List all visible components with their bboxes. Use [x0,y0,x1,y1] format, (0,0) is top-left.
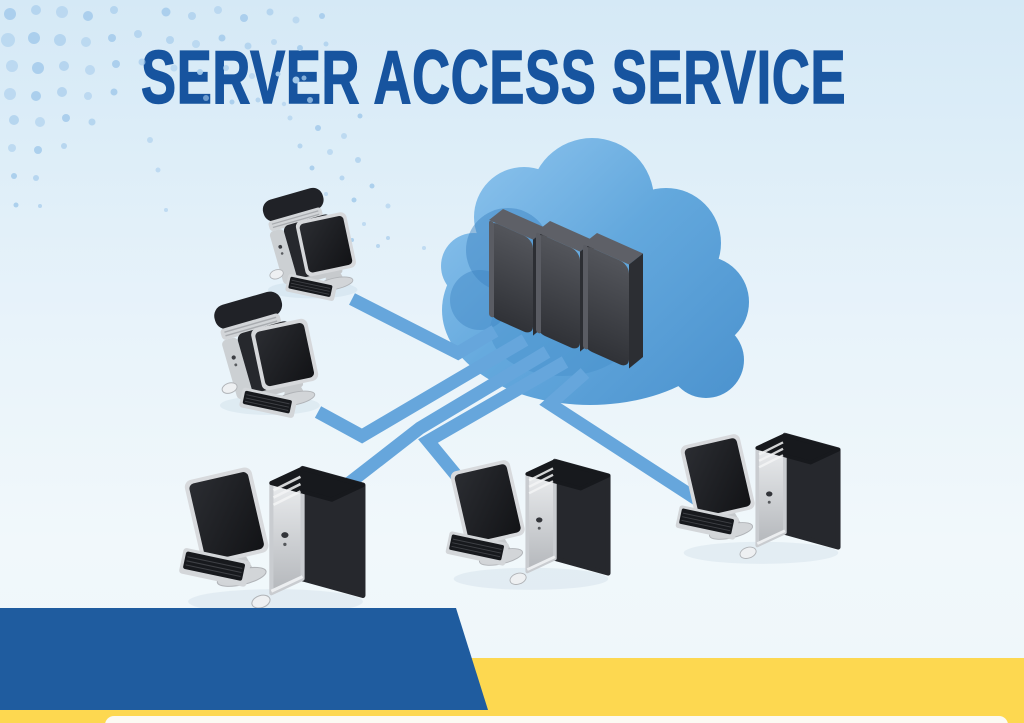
halftone-dots-decoration [1,5,426,250]
client-computer-4 [445,459,608,590]
footer-decoration [0,608,1024,723]
white-strip [105,716,1008,723]
client-computer-1 [259,184,362,303]
connection-line-5 [539,368,702,506]
page-title: SERVER ACCESS SERVICE [140,35,847,119]
client-computer-5 [675,433,838,564]
connection-line-3 [344,346,551,490]
client-computer-2 [210,287,325,420]
server-rack-group [489,209,643,369]
yellow-band [0,658,1024,723]
blue-band [0,608,488,710]
server-rack-3 [583,233,643,369]
connection-line-2 [314,334,529,444]
client-computer-3 [179,466,363,614]
connection-line-1 [349,293,499,361]
